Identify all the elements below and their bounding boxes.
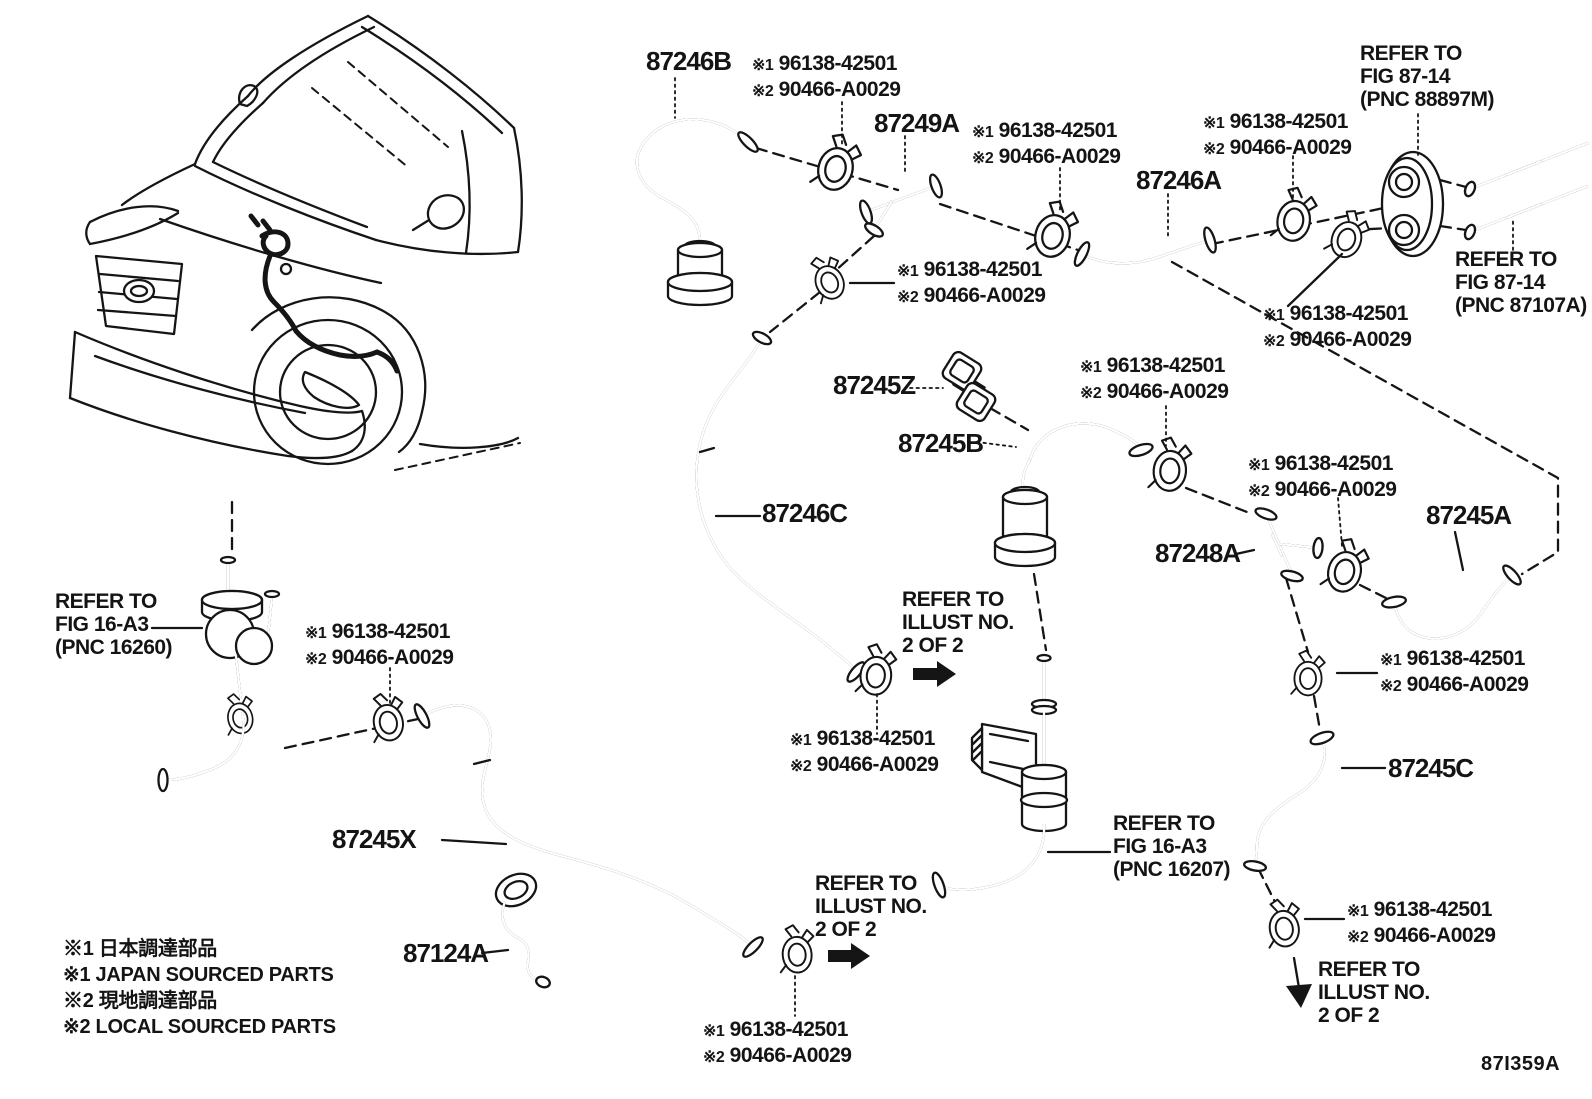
part-label-87245a: 87245A: [1426, 500, 1512, 530]
sourcing-legend: ※1 日本調達部品 ※1 JAPAN SOURCED PARTS ※2 現地調達…: [63, 938, 336, 1038]
grille: [94, 254, 184, 336]
joint-87248a: [1254, 507, 1324, 583]
part-label-87245x: 87245X: [332, 824, 417, 854]
clamp-note: ※1 96138-42501 ※2 90466-A0029: [1203, 110, 1352, 159]
part-label-87245b: 87245B: [898, 428, 984, 458]
clamp-note: ※1 96138-42501 ※2 90466-A0029: [1347, 898, 1496, 947]
bracket-87124a: [494, 872, 551, 989]
diagram-code: 87I359A: [1481, 1053, 1561, 1075]
joint-87249a: [858, 173, 944, 238]
part-label-87246a: 87246A: [1136, 165, 1222, 195]
part-label-87246c: 87246C: [762, 498, 848, 528]
side-mirror: [426, 194, 466, 230]
clamp-note: ※1 96138-42501 ※2 90466-A0029: [790, 727, 939, 776]
antenna-fin-icon: [237, 83, 259, 108]
hose-87245b: [993, 422, 1154, 568]
part-label-87245c: 87245C: [1388, 753, 1474, 783]
clamp-note: ※1 96138-42501 ※2 90466-A0029: [1263, 302, 1412, 351]
clamp-part-87245z: [941, 350, 997, 423]
part-label-87246b: 87246B: [646, 46, 732, 76]
brand-emblem-icon: [122, 278, 156, 304]
hose-87246a: [1073, 226, 1217, 267]
heater-pipes-87107a: [1463, 141, 1589, 241]
hose-87246b: [635, 118, 759, 307]
water-valve-16260: [157, 555, 281, 793]
part-label-87249a: 87249A: [874, 108, 960, 138]
arrow-right-icon: [913, 661, 956, 687]
clamp-note: ※1 96138-42501 ※2 90466-A0029: [305, 620, 454, 669]
clamp-note: ※1 96138-42501 ※2 90466-A0029: [1080, 354, 1229, 403]
front-wheel: [252, 318, 404, 466]
hose-87245a: [1381, 564, 1522, 640]
hose-87246c: [695, 330, 866, 683]
part-label-87245z: 87245Z: [833, 370, 916, 400]
clamp-note: ※1 96138-42501 ※2 90466-A0029: [972, 119, 1121, 168]
leader-lines: [150, 77, 1514, 1017]
grommet-88897m: [1380, 150, 1445, 258]
clamp-note: ※1 96138-42501 ※2 90466-A0029: [703, 1018, 852, 1067]
hose-87245x: [413, 703, 764, 958]
vehicle-illustration: [68, 14, 523, 471]
arrow-down-icon: [1286, 956, 1312, 1008]
heater-pipe-16207: [931, 653, 1069, 899]
arrow-right-icon: [828, 943, 870, 969]
clamp-note: ※1 96138-42501 ※2 90466-A0029: [1248, 452, 1397, 501]
engine-bay-hose-highlight: [248, 213, 400, 374]
part-label-87124a: 87124A: [403, 938, 489, 968]
assembly-dashed-lines: [230, 146, 1560, 910]
clamp-note: ※1 96138-42501 ※2 90466-A0029: [1380, 647, 1529, 696]
clamp-note: ※1 96138-42501 ※2 90466-A0029: [752, 52, 901, 101]
part-label-87248a: 87248A: [1155, 538, 1241, 568]
hose-87245c: [1242, 730, 1335, 872]
direction-arrows: [828, 661, 1312, 1008]
clamp-note: ※1 96138-42501 ※2 90466-A0029: [897, 258, 1046, 307]
